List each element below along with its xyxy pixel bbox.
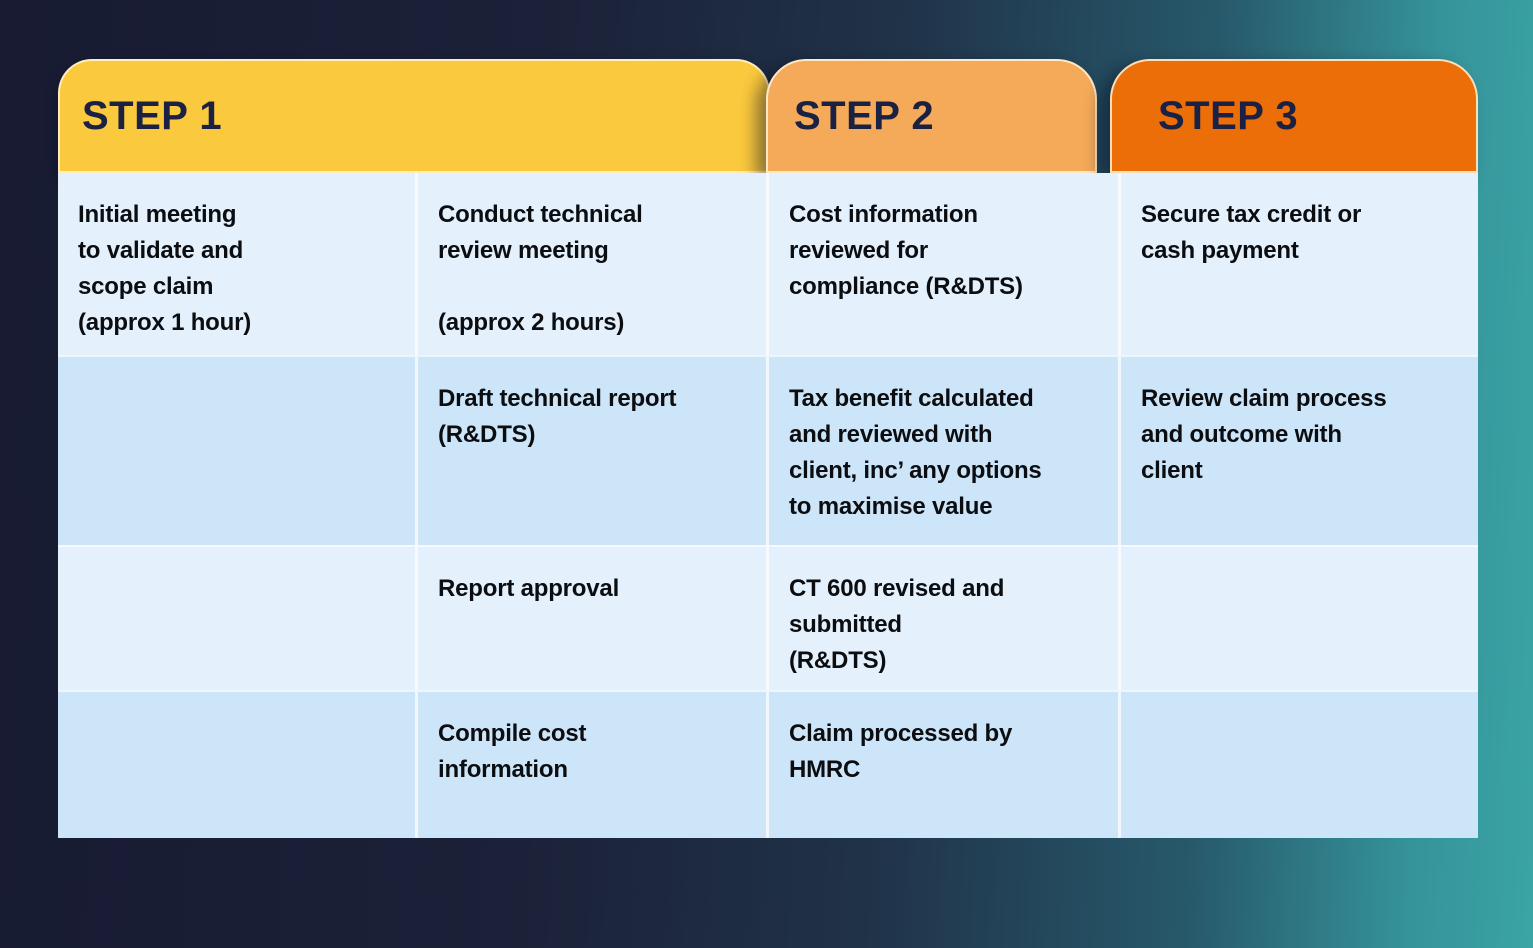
cell-r4-c2: Compile cost information — [415, 690, 766, 838]
tab-step-2: STEP 2 — [766, 59, 1097, 173]
cell-r2-c2: Draft technical report (R&DTS) — [415, 355, 766, 545]
cell-r3-c3: CT 600 revised and submitted (R&DTS) — [766, 545, 1118, 690]
cell-r2-c1 — [58, 355, 415, 545]
cell-r4-c3: Claim processed by HMRC — [766, 690, 1118, 838]
cell-r3-c4 — [1118, 545, 1478, 690]
cell-r3-c1 — [58, 545, 415, 690]
cell-r1-c2: Conduct technical review meeting (approx… — [415, 173, 766, 355]
step-1-label: STEP 1 — [82, 93, 223, 138]
cell-r2-c3: Tax benefit calculated and reviewed with… — [766, 355, 1118, 545]
tab-step-1: STEP 1 — [58, 59, 770, 173]
cell-r4-c4 — [1118, 690, 1478, 838]
cell-r2-c4: Review claim process and outcome with cl… — [1118, 355, 1478, 545]
cell-r1-c3: Cost information reviewed for compliance… — [766, 173, 1118, 355]
tab-step-3: STEP 3 — [1110, 59, 1478, 173]
cell-r1-c1: Initial meeting to validate and scope cl… — [58, 173, 415, 355]
cell-r1-c4: Secure tax credit or cash payment — [1118, 173, 1478, 355]
cell-r3-c2: Report approval — [415, 545, 766, 690]
cell-r4-c1 — [58, 690, 415, 838]
step-2-label: STEP 2 — [794, 93, 935, 138]
process-table: Initial meeting to validate and scope cl… — [58, 173, 1478, 838]
step-3-label: STEP 3 — [1158, 93, 1299, 138]
